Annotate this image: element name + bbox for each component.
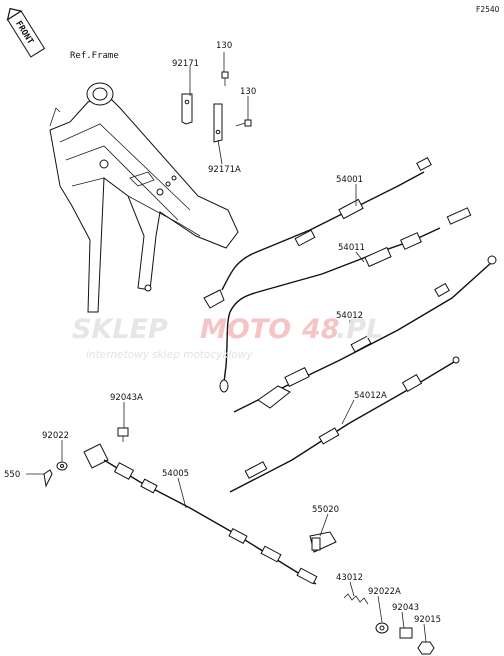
boot-55020 [309,531,337,553]
label-54012A: 54012A [354,391,387,401]
watermark-text-1: SKLEP [72,314,168,345]
cable-54012A [229,356,460,493]
pin-550 [43,469,53,488]
cable-54012 [233,255,497,413]
bolt-130-lower [235,119,252,127]
label-92171: 92171 [172,59,199,69]
front-badge: FRONT [6,7,46,58]
ref-frame-label: Ref.Frame [70,51,119,61]
label-54011: 54011 [338,243,365,253]
cable-54005 [83,443,318,585]
label-550: 550 [4,470,20,480]
watermark-text-2: MOTO [200,314,291,345]
bracket-92171A [213,103,223,143]
watermark-subtitle: internetowy sklep motocyklowy [86,349,253,361]
watermark-text-3: 48 [301,314,340,345]
label-55020: 55020 [312,505,339,515]
label-54001: 54001 [336,175,363,185]
nut-92015 [417,641,435,655]
spring-43012 [343,593,369,605]
label-130-upper: 130 [216,41,232,51]
watermark-text-4: .PL [336,314,383,345]
bolt-130-upper [221,71,229,86]
label-92022A: 92022A [368,587,401,597]
label-43012: 43012 [336,573,363,583]
watermark: SKLEP MOTO 48 .PL internetowy sklep moto… [72,314,383,361]
figure-code: F2540 [476,5,500,14]
label-130-lower: 130 [240,87,256,97]
frame-drawing [49,82,239,313]
washer-92022 [56,461,68,471]
label-92043: 92043 [392,603,419,613]
washer-92022A [375,622,389,634]
bracket-92171 [181,93,193,125]
label-54005: 54005 [162,469,189,479]
collar-92043 [399,627,413,639]
cable-54001 [203,156,432,309]
leader-lines [26,184,427,643]
cable-54011 [219,207,472,393]
label-92015: 92015 [414,615,441,625]
label-54012: 54012 [336,311,363,321]
bolt-92043A [117,427,129,442]
label-92171A: 92171A [208,165,241,175]
leader-92171A [217,139,223,165]
label-92043A: 92043A [110,393,143,403]
label-92022: 92022 [42,431,69,441]
